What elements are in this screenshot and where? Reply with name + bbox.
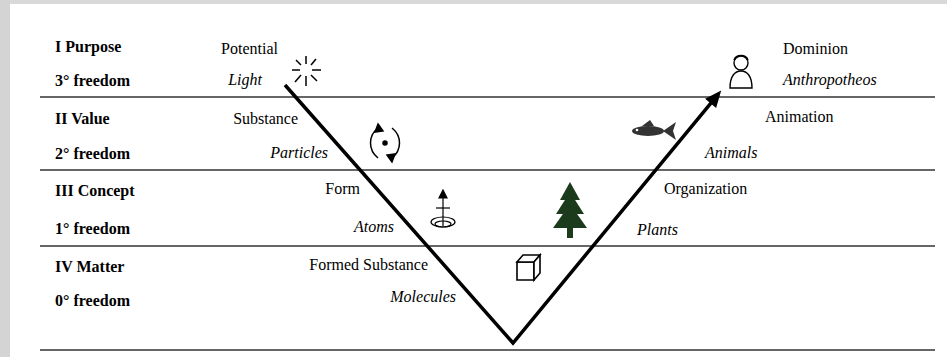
frame-bar: [0, 0, 947, 4]
example-label: Molecules: [390, 288, 456, 306]
band-title: III Concept: [55, 182, 135, 200]
stage-label: Dominion: [783, 40, 848, 58]
example-label: Particles: [270, 144, 328, 162]
freedom-label: 0° freedom: [55, 292, 130, 310]
frame-bar: [0, 0, 10, 357]
atom-symbol: [431, 190, 455, 227]
freedom-label: 3° freedom: [55, 72, 130, 90]
stage-label: Formed Substance: [309, 256, 428, 274]
stage-label: Substance: [233, 110, 298, 128]
stage-label: Animation: [765, 108, 833, 126]
freedom-label: 1° freedom: [55, 220, 130, 238]
example-label: Plants: [637, 221, 678, 239]
band-title: I Purpose: [55, 38, 121, 56]
v-path: [285, 85, 711, 343]
stage-label: Form: [325, 180, 360, 198]
stage-label: Organization: [664, 180, 747, 198]
cycle-symbol: [371, 124, 400, 162]
example-label: Anthropotheos: [783, 71, 877, 89]
arrow-head: [707, 92, 721, 107]
band-title: II Value: [55, 110, 110, 128]
freedom-label: 2° freedom: [55, 145, 130, 163]
cube-symbol: [517, 255, 540, 280]
example-label: Atoms: [354, 218, 394, 236]
band-title: IV Matter: [55, 258, 124, 276]
tree-symbol: [553, 182, 587, 238]
example-label: Light: [228, 71, 262, 89]
example-label: Animals: [705, 144, 757, 162]
stage-label: Potential: [221, 40, 278, 58]
light-symbol: [292, 56, 321, 86]
person-symbol: [730, 56, 752, 89]
fish-symbol: [632, 120, 676, 140]
